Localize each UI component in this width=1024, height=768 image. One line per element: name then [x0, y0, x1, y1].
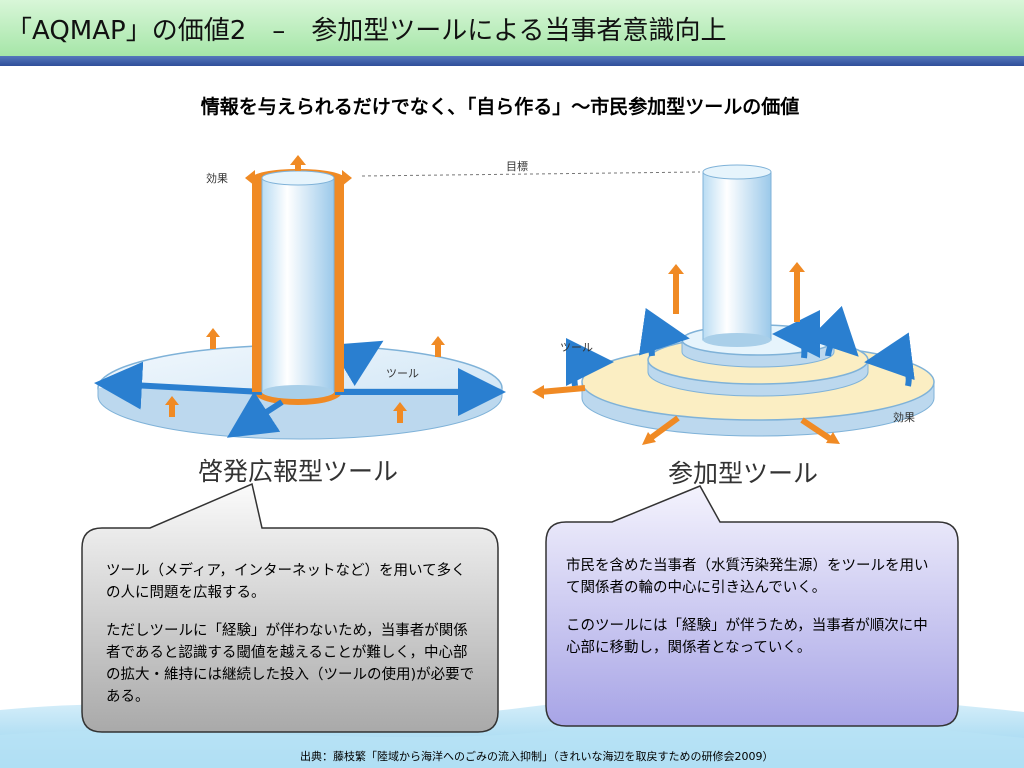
- left-diagram-caption: 啓発広報型ツール: [198, 457, 399, 486]
- goal-dashed-line: [361, 171, 701, 177]
- callout-right-p2: このツールには「経験」が伴うため，当事者が順次に中心部に移動し，関係者となってい…: [566, 618, 928, 656]
- right-cylinder: [702, 171, 772, 341]
- left-diagram: [94, 155, 701, 440]
- right-effect-label: 効果: [893, 411, 915, 424]
- left-cylinder: [261, 177, 335, 393]
- callout-left-p1: ツール（メディア，インターネットなど）を用いて多くの人に問題を広報する。: [106, 563, 466, 601]
- title-bar: [0, 0, 1024, 56]
- source-citation: 出典：藤枝繁「陸域から海洋へのごみの流入抑制」（きれいな海辺を取戻すための研修会…: [300, 750, 774, 763]
- callout-right-shape: [545, 485, 959, 727]
- right-diagram-caption: 参加型ツール: [668, 459, 819, 488]
- right-effect-arrows: [539, 385, 834, 443]
- callout-left-text: ツール（メディア，インターネットなど）を用いて多くの人に問題を広報する。 ただし…: [106, 560, 476, 724]
- left-effect-arrows: [245, 155, 352, 186]
- title-underline: [0, 56, 1024, 66]
- left-tool-label: ツール: [386, 367, 419, 380]
- left-up-arrows: [165, 328, 445, 423]
- callout-left-p2: ただしツールに「経験」が伴わないため，当事者が関係者であると認識する閾値を越える…: [106, 623, 475, 705]
- right-goal-label: 目標: [506, 160, 528, 173]
- right-diagram: [532, 164, 935, 445]
- right-up-arrows: [668, 262, 805, 322]
- page-title: 「AQMAP」の価値2 – 参加型ツールによる当事者意識向上: [6, 16, 727, 46]
- callout-left-shape: [81, 482, 499, 733]
- right-tool-arrows: [565, 305, 915, 387]
- callout-right-p1: 市民を含めた当事者（水質汚染発生源）をツールを用いて関係者の輪の中心に引き込んで…: [566, 558, 929, 596]
- right-tool-label: ツール: [560, 341, 593, 354]
- callout-right-text: 市民を含めた当事者（水質汚染発生源）をツールを用いて関係者の輪の中心に引き込んで…: [566, 555, 938, 675]
- left-effect-label: 効果: [206, 172, 228, 185]
- slide-subtitle: 情報を与えられるだけでなく､「自ら作る」〜市民参加型ツールの価値: [200, 96, 800, 118]
